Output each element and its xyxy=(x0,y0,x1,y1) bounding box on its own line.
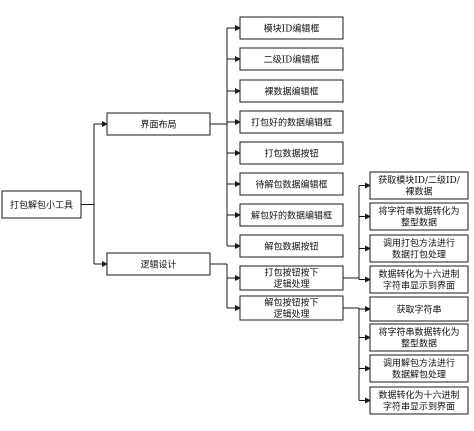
node-box xyxy=(369,171,469,200)
node-label: 数据转化为十六进制 xyxy=(378,268,459,280)
node-label: 逻辑处理 xyxy=(273,278,309,290)
node-box xyxy=(239,16,344,40)
node-ui-7: 解包好的数据编辑框 xyxy=(239,203,344,227)
node-ui-3: 裸数据编辑框 xyxy=(239,79,344,103)
node-ui: 界面布局 xyxy=(106,112,211,136)
node-label: 逻辑处理 xyxy=(273,308,309,320)
node-unpack-1: 获取字符串 xyxy=(369,296,469,322)
node-label: 字符串显示到界面 xyxy=(383,280,455,292)
node-box xyxy=(239,234,344,258)
node-box xyxy=(239,203,344,227)
node-box xyxy=(369,265,469,294)
node-box xyxy=(239,295,344,321)
node-label: 界面布局 xyxy=(140,118,176,130)
node-box xyxy=(369,234,469,263)
node-label: 打包解包小工具 xyxy=(10,199,73,211)
node-box xyxy=(239,141,344,165)
node-label: 逻辑设计 xyxy=(140,258,176,270)
node-label: 数据打包处理 xyxy=(392,249,446,261)
node-box xyxy=(239,47,344,71)
node-ui-8: 解包数据按钮 xyxy=(239,234,344,258)
node-label: 调用打包方法进行 xyxy=(383,237,455,249)
node-label: 裸数据 xyxy=(405,186,432,198)
node-label: 打包按钮按下 xyxy=(264,267,318,279)
node-ui-4: 打包好的数据编辑框 xyxy=(239,110,344,134)
node-ui-5: 打包数据按钮 xyxy=(239,141,344,165)
node-box xyxy=(239,265,344,291)
node-ui-6: 待解包数据编辑框 xyxy=(239,172,344,196)
node-root: 打包解包小工具 xyxy=(1,190,82,219)
node-pack-1: 获取模块ID/二级ID/裸数据 xyxy=(369,171,469,200)
node-box xyxy=(239,79,344,103)
node-box xyxy=(106,112,211,136)
node-label: 模块ID编辑框 xyxy=(264,22,320,34)
node-label: 待解包数据编辑框 xyxy=(255,178,327,190)
node-ui-1: 模块ID编辑框 xyxy=(239,16,344,40)
node-label: 将字符串数据转化为 xyxy=(378,326,459,338)
node-label: 打包数据按钮 xyxy=(264,147,318,159)
node-label: 字符串显示到界面 xyxy=(383,401,455,413)
node-box xyxy=(239,172,344,196)
node-label: 打包好的数据编辑框 xyxy=(251,116,332,128)
node-label: 将字符串数据转化为 xyxy=(378,205,459,217)
node-logic: 逻辑设计 xyxy=(106,252,211,276)
node-label: 整型数据 xyxy=(401,217,437,229)
node-box xyxy=(106,252,211,276)
node-label: 数据转化为十六进制 xyxy=(378,389,459,401)
node-label: 整型数据 xyxy=(401,338,437,350)
node-label: 获取字符串 xyxy=(396,303,441,315)
node-box xyxy=(369,323,469,352)
node-label: 解包数据按钮 xyxy=(264,240,318,252)
node-label: 二级ID编辑框 xyxy=(264,53,320,65)
node-box xyxy=(369,386,469,415)
node-box xyxy=(369,296,469,322)
node-label: 裸数据编辑框 xyxy=(264,85,318,97)
node-label: 数据解包处理 xyxy=(392,369,446,381)
node-ui-2: 二级ID编辑框 xyxy=(239,47,344,71)
node-label: 解包按钮按下 xyxy=(264,297,318,309)
edges xyxy=(81,25,371,404)
node-label: 获取模块ID/二级ID/ xyxy=(378,174,461,186)
node-box xyxy=(1,190,82,219)
node-box xyxy=(239,110,344,134)
node-box xyxy=(369,202,469,231)
node-box xyxy=(369,354,469,383)
node-label: 调用解包方法进行 xyxy=(383,357,455,369)
node-label: 解包好的数据编辑框 xyxy=(251,209,332,221)
